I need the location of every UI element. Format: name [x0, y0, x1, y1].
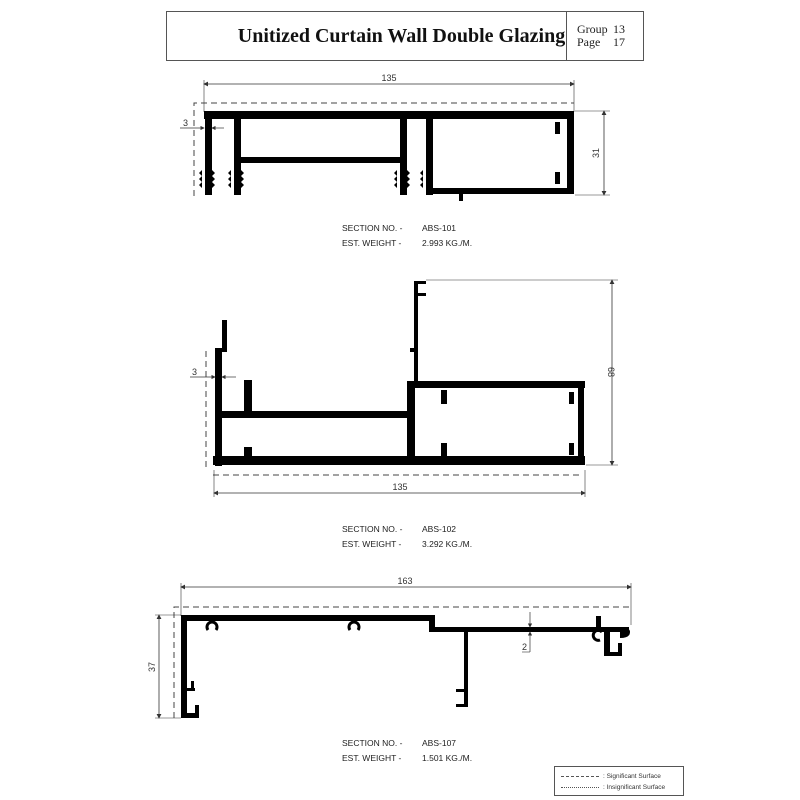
group-label: Group	[577, 22, 608, 36]
dimension-wall-label: 3	[183, 118, 188, 128]
screw-port	[347, 620, 361, 631]
legend-insignificant: : Insignificant Surface	[603, 784, 666, 791]
section-no-value: ABS-101	[422, 223, 457, 233]
section-no-value: ABS-102	[422, 524, 457, 534]
profile-abs-102: 3 68 135	[190, 279, 618, 497]
dimension-width-label: 163	[397, 576, 412, 586]
dashed-line-swatch	[561, 776, 599, 777]
screw-port	[205, 620, 219, 631]
page-value: 17	[613, 35, 625, 49]
dimension-width-label: 135	[392, 482, 407, 492]
dimension-height-label: 68	[606, 367, 616, 377]
weight-label: EST. WEIGHT -	[342, 539, 402, 549]
page-label: Page	[577, 35, 601, 49]
section-no-label: SECTION NO. -	[342, 738, 403, 748]
dimension-width-label: 135	[381, 73, 396, 83]
dotted-line-swatch	[561, 787, 599, 788]
legend-significant: : Significant Surface	[603, 773, 661, 780]
dimension-height-label: 31	[591, 148, 601, 158]
weight-value: 1.501 KG./M.	[422, 753, 473, 763]
significant-surface-line	[173, 606, 631, 718]
section-info-abs-101: SECTION NO. - ABS-101 EST. WEIGHT - 2.993 …	[342, 221, 472, 251]
section-no-label: SECTION NO. -	[342, 524, 403, 534]
weight-value: 3.292 KG./M.	[422, 539, 473, 549]
group-page-block: Group 13 Page 17	[567, 12, 643, 60]
dimension-height-label: 37	[147, 662, 157, 672]
section-no-label: SECTION NO. -	[342, 223, 403, 233]
significant-surface-line	[193, 102, 574, 196]
section-info-abs-102: SECTION NO. - ABS-102 EST. WEIGHT - 3.292 …	[342, 522, 472, 552]
section-no-value: ABS-107	[422, 738, 457, 748]
weight-value: 2.993 KG./M.	[422, 238, 473, 248]
page-title: Unitized Curtain Wall Double Glazing	[167, 12, 567, 60]
screw-port	[591, 628, 604, 642]
profile-abs-101: 135	[180, 73, 610, 201]
section-info-abs-107: SECTION NO. - ABS-107 EST. WEIGHT - 1.501 …	[342, 736, 472, 766]
weight-label: EST. WEIGHT -	[342, 238, 402, 248]
group-value: 13	[613, 22, 625, 36]
title-block: Unitized Curtain Wall Double Glazing Gro…	[166, 11, 644, 61]
profile-abs-107: 163 37	[147, 576, 632, 719]
dimension-wall-label: 3	[192, 367, 197, 377]
weight-label: EST. WEIGHT -	[342, 753, 402, 763]
dimension-step-label: 2	[522, 642, 527, 652]
surface-legend: : Significant Surface : Insignificant Su…	[554, 766, 684, 796]
significant-surface-line	[205, 347, 583, 476]
